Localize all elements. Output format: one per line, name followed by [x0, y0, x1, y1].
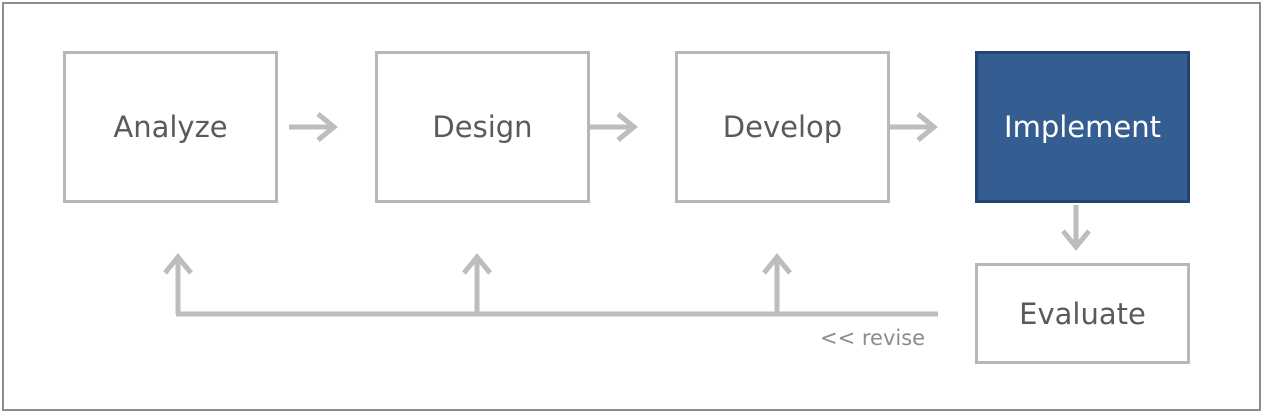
arrow-analyze-to-design: [289, 112, 338, 142]
step-analyze-label: Analyze: [113, 110, 228, 144]
step-evaluate: Evaluate: [975, 263, 1190, 364]
step-implement-label: Implement: [1004, 110, 1161, 144]
step-develop-label: Develop: [722, 110, 843, 144]
revise-arrow-design: [462, 253, 492, 314]
revise-arrow-develop: [762, 253, 792, 314]
diagram-frame: [2, 2, 1261, 411]
revise-label: << revise: [820, 326, 926, 350]
step-design: Design: [375, 51, 590, 203]
arrow-implement-to-evaluate: [1061, 205, 1091, 251]
step-implement: Implement: [975, 51, 1190, 203]
step-develop: Develop: [675, 51, 890, 203]
step-design-label: Design: [432, 110, 533, 144]
step-evaluate-label: Evaluate: [1019, 296, 1146, 331]
step-analyze: Analyze: [63, 51, 278, 203]
revise-arrow-analyze: [163, 253, 193, 314]
arrow-develop-to-implement: [890, 112, 938, 142]
arrow-design-to-develop: [590, 112, 638, 142]
